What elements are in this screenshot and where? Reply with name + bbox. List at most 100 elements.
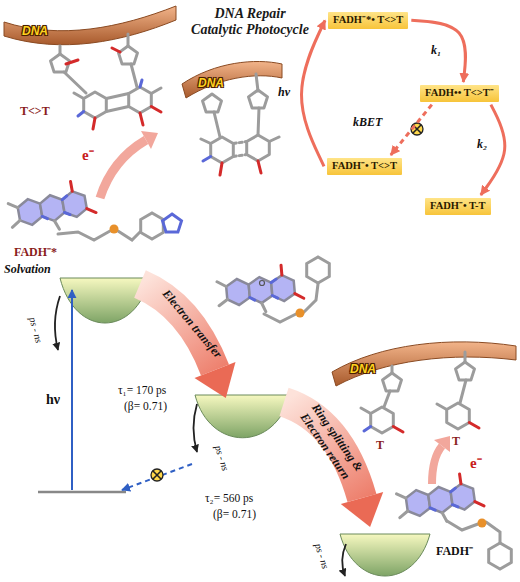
rate-label: k₁	[430, 44, 442, 58]
state-box: FADH⁻• T<>T	[327, 158, 402, 175]
splitting-dimer	[256, 74, 258, 91]
electron-arrow	[100, 131, 450, 484]
electron-label: e⁻	[82, 144, 94, 164]
repaired-thymines	[393, 423, 479, 433]
state-text: FADH•• T<>T⁻	[425, 87, 494, 100]
electron-arrow	[100, 140, 146, 198]
base-label: T	[452, 434, 460, 449]
flavin-radical	[264, 284, 318, 322]
flavin-cofactor	[395, 471, 485, 527]
thymine-dimer	[106, 94, 128, 112]
transition-arrow	[301, 20, 325, 166]
repaired-thymines	[364, 427, 371, 432]
flavin-radical	[260, 281, 265, 286]
flavin-cofactor	[478, 519, 487, 528]
timescale-label: ps - ns	[313, 542, 332, 570]
thymine-dimer	[74, 88, 161, 99]
repaired-thymines	[392, 352, 465, 373]
blocked-symbol	[153, 471, 161, 479]
flavin-cofactor	[6, 178, 98, 237]
repaired-thymines	[371, 407, 394, 433]
state-box: FADH⁻• T-T	[425, 198, 491, 215]
rate-label: kBET	[352, 116, 383, 130]
timescale-label: ps - ns	[213, 444, 232, 472]
dna-ribbon	[182, 61, 282, 98]
rate-label: k₂	[476, 138, 488, 152]
energy-well	[60, 278, 150, 323]
flavin-cofactor	[58, 231, 140, 240]
dna-ribbon	[4, 6, 176, 45]
electron-label: e⁻	[470, 452, 482, 472]
repaired-thymines	[361, 352, 479, 433]
molecule-label: FADH⁻*	[14, 243, 57, 260]
thymine-dimer	[129, 87, 152, 113]
electron-arrow	[432, 446, 442, 484]
transition-arrow	[391, 105, 432, 155]
flavin-radical	[296, 309, 305, 318]
energy-well	[60, 278, 430, 576]
repaired-thymines	[361, 404, 447, 414]
energy-well	[340, 534, 430, 576]
splitting-dimer	[201, 137, 279, 144]
thymine-dimer	[78, 80, 142, 116]
splitting-dimer	[203, 94, 222, 112]
stretch-label: (β= 0.71)	[213, 508, 256, 520]
transition-arrow	[411, 20, 465, 82]
base-label: T	[376, 438, 384, 453]
blocked-symbol	[151, 123, 423, 481]
splitting-dimer	[249, 90, 268, 108]
splitting-dimer	[247, 135, 270, 161]
energy-arrow	[38, 284, 383, 576]
dna-label: DNA	[198, 76, 224, 90]
splitting-dimer	[233, 142, 246, 157]
timescale-label: ps - ns	[27, 316, 44, 344]
energy-arrow	[71, 290, 73, 490]
flavin-cofactor	[163, 214, 182, 232]
state-text: FADH⁻• T<>T	[332, 160, 397, 173]
state-box: FADH•• T<>T⁻	[420, 85, 499, 102]
flavin-cofactor	[110, 225, 119, 234]
flavin-cofactor	[447, 521, 500, 543]
repaired-thymines	[447, 403, 470, 429]
splitting-dimer	[214, 108, 259, 137]
energy-arrow	[122, 464, 192, 490]
dna-label: DNA	[350, 362, 376, 376]
energy-arrow	[195, 362, 236, 398]
flavin-radical	[216, 257, 329, 322]
splitting-dimer	[203, 157, 211, 162]
lifetime-label: τ₂= 560 ps	[205, 492, 253, 504]
flavin-cofactor	[489, 543, 512, 569]
repaired-thymines	[383, 373, 402, 391]
energy-well	[195, 395, 290, 438]
process-label: Solvation	[4, 262, 51, 277]
flavin-cofactor	[6, 178, 181, 240]
arrow-label: Ring splitting & Electron return	[289, 390, 374, 493]
photon-label: hν	[46, 392, 60, 408]
rate-label: hν	[277, 86, 291, 100]
repaired-thymines	[456, 362, 475, 380]
flavin-cofactor	[141, 213, 164, 239]
electron-arrow	[141, 131, 158, 149]
blocked-symbol	[151, 469, 163, 481]
thymine-dimer	[119, 46, 138, 64]
electron-arrow	[434, 436, 450, 452]
thymine-dimer	[51, 34, 162, 129]
dna-label: DNA	[22, 24, 48, 38]
energy-arrow	[342, 544, 346, 576]
splitting-dimer	[220, 161, 261, 175]
stretch-label: (β= 0.71)	[124, 400, 167, 412]
energy-arrow	[38, 491, 126, 494]
thymine-dimer	[64, 64, 137, 93]
energy-arrow	[194, 404, 198, 452]
state-box: FADH⁻*• T<>T	[328, 12, 408, 29]
splitting-dimer	[211, 137, 234, 163]
dna-ribbon	[332, 342, 516, 386]
state-text: FADH⁻*• T<>T	[333, 14, 403, 27]
lifetime-label: τ₁= 170 ps	[118, 384, 166, 396]
state-text: FADH⁻• T-T	[430, 200, 486, 213]
title: DNA Repair Catalytic Photocycle	[185, 6, 315, 38]
energy-arrow	[341, 492, 383, 527]
flavin-radical	[216, 263, 305, 315]
flavin-radical	[307, 257, 330, 283]
molecule-label: FADH⁻	[436, 542, 473, 559]
